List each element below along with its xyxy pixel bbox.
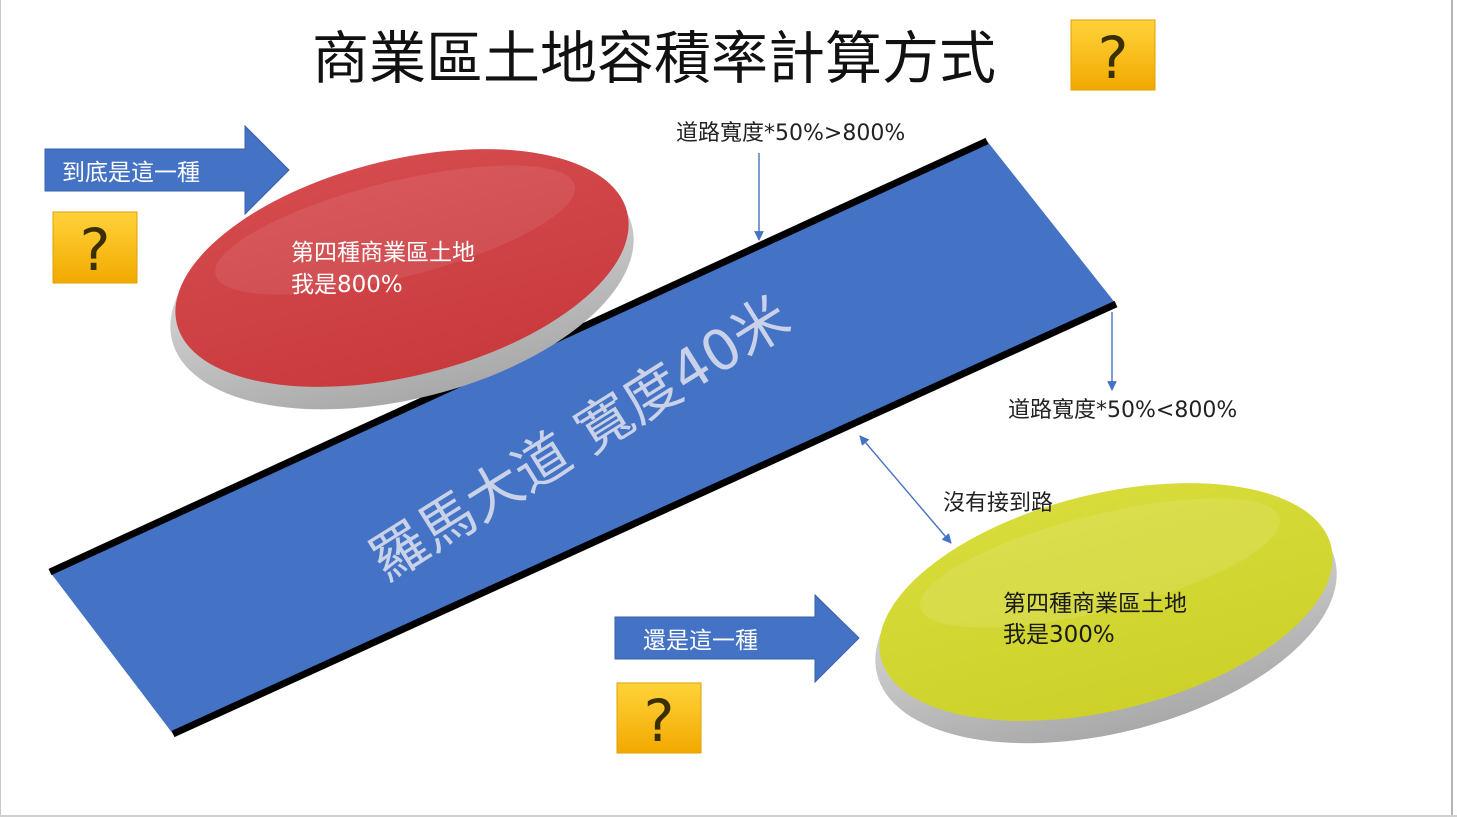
top-question-icon: ? — [52, 211, 138, 284]
slide-bottom-border — [0, 815, 1457, 817]
annotation-gap: 沒有接到路 — [943, 491, 1053, 516]
red-zone-line2: 我是800% — [291, 272, 403, 298]
slide-title: 商業區土地容積率計算方式 — [312, 26, 996, 92]
title-question-icon: ? — [1070, 19, 1156, 92]
slide-right-border — [1451, 0, 1453, 817]
top-arrow-label: 到底是這一種 — [62, 160, 200, 186]
top-question-mark: ? — [80, 216, 111, 284]
yellow-zone-line2: 我是300% — [1003, 622, 1115, 648]
bottom-question-mark: ? — [644, 687, 675, 755]
bottom-arrow: 還是這一種 — [614, 593, 860, 684]
bottom-arrow-label: 還是這一種 — [643, 628, 758, 654]
top-arrow: 到底是這一種 — [44, 124, 290, 216]
red-zone: 第四種商業區土地 我是800% — [170, 149, 634, 410]
yellow-zone-line1: 第四種商業區土地 — [1003, 591, 1187, 617]
title-question-mark: ? — [1098, 24, 1129, 92]
red-zone-line1: 第四種商業區土地 — [291, 240, 475, 266]
slide-left-border — [0, 0, 1, 817]
annotation-right: 道路寬度*50%<800% — [1008, 398, 1237, 423]
annotation-gap-arrow — [859, 435, 952, 544]
yellow-zone: 第四種商業區土地 我是300% — [875, 483, 1337, 744]
bottom-question-icon: ? — [616, 682, 702, 755]
road-bottom-edge — [171, 300, 1118, 738]
annotation-top: 道路寬度*50%>800% — [676, 121, 905, 146]
